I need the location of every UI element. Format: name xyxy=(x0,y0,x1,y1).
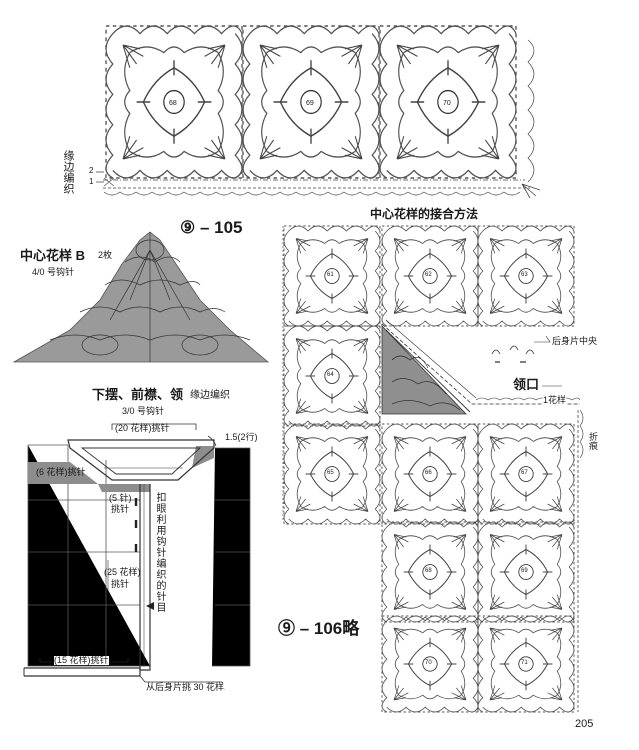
section-105-title: ⑨ – 105 xyxy=(180,218,243,237)
back-center-label: 后身片中央 xyxy=(552,336,598,346)
page-number: 205 xyxy=(575,718,594,730)
join-motif-number: 69 xyxy=(521,568,528,574)
motif-b-label: 中心花样 B xyxy=(20,248,86,263)
join-motif-number: 66 xyxy=(425,470,432,476)
buttonhole-note: 扣眼利用钩针编织的针目 xyxy=(154,492,165,613)
join-motif-number: 65 xyxy=(327,470,334,476)
row-mark-1: 1 xyxy=(89,177,94,186)
row-mark-2: 2 xyxy=(89,166,94,175)
small-pickup-label-2: 挑针 xyxy=(111,504,130,514)
pattern-label: 1花样 xyxy=(543,395,567,405)
motif-b-chart xyxy=(12,231,270,363)
motif-number-68: 68 xyxy=(169,100,177,107)
fold-label: 折痕 xyxy=(588,432,598,450)
motif-b-count: 2枚 xyxy=(98,250,113,260)
edging-title: 下摆、前襟、领 xyxy=(92,387,184,402)
join-motif-number: 71 xyxy=(521,660,528,666)
edging-hook: 3/0 号钩针 xyxy=(122,406,165,416)
edging-subtitle: 缘边编织 xyxy=(190,390,230,401)
back-pickup-label: 从后身片挑 30 花样 xyxy=(146,682,225,692)
small-pickup-label-1: (5 针) xyxy=(109,493,132,503)
bottom-pickup-label: (15 花样)挑针 xyxy=(54,655,109,665)
join-motif-number: 63 xyxy=(521,272,528,278)
left-pickup-label: (6 花样)挑针 xyxy=(36,467,86,477)
corner-rows-label: 1.5(2行) xyxy=(225,432,258,442)
join-motif-number: 61 xyxy=(327,272,334,278)
edging-schematic xyxy=(23,423,251,691)
section-106-title: ⑨ – 106略 xyxy=(276,619,362,638)
top-pickup-label: (20 花样)挑针 xyxy=(115,423,170,433)
join-motif-number: 67 xyxy=(521,470,528,476)
motif-number-69: 69 xyxy=(306,100,314,107)
motif-number-70: 70 xyxy=(443,100,451,107)
top-motif-strip xyxy=(96,25,541,199)
join-motif-number: 70 xyxy=(425,660,432,666)
front-pickup-label-1: (25 花样) xyxy=(104,567,141,577)
join-chart-title: 中心花样的接合方法 xyxy=(370,207,479,221)
join-motif-number: 62 xyxy=(425,272,432,278)
edging-side-label: 缘边编织 xyxy=(62,150,74,194)
neck-label: 领口 xyxy=(513,377,540,392)
join-motif-number: 68 xyxy=(425,568,432,574)
motif-b-hook: 4/0 号钩针 xyxy=(32,267,75,277)
join-chart xyxy=(282,225,584,713)
front-pickup-label-2: 挑针 xyxy=(111,579,130,589)
join-motif-number: 64 xyxy=(327,372,334,378)
